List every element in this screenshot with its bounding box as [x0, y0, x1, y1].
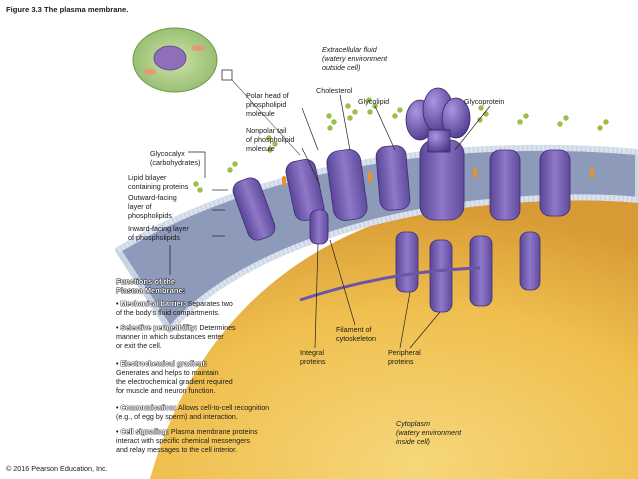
label-cytoplasm: Cytoplasm (watery environment inside cel…: [396, 419, 462, 446]
label-peripheral-proteins: Peripheral proteins: [388, 348, 421, 366]
leader-lines: [169, 94, 491, 349]
integral-proteins: [232, 139, 571, 241]
function-item-electrochemical-gradient: • Electrochemical gradient: Generates an…: [116, 360, 233, 395]
label-glycocalyx: Glycocalyx (carbohydrates): [150, 149, 201, 167]
cytoplasm-region: [150, 190, 638, 479]
label-inward-layer: Inward-facing layer of phospholipids: [128, 224, 189, 242]
function-item-selective-permeability: • Selective permeability: Determines man…: [116, 324, 236, 350]
copyright: © 2016 Pearson Education, Inc.: [6, 464, 108, 473]
cell-inset-icon: [132, 27, 301, 156]
function-item-cell-signaling: • Cell signaling: Plasma membrane protei…: [116, 428, 258, 454]
glycoprotein-globule: [405, 87, 471, 153]
label-glycolipid: Glycolipid: [358, 97, 390, 106]
function-item-mechanical-barrier: • Mechanical barrier: Separates two of t…: [116, 300, 233, 317]
label-nonpolar-tail: Nonpolar tail of phospholipid molecule: [246, 126, 295, 153]
cholesterol-molecules: [282, 168, 594, 186]
outer-phospholipid-heads: [116, 144, 638, 253]
label-outward-layer: Outward-facing layer of phospholipids: [128, 193, 177, 220]
glycocalyx-chains: [193, 97, 609, 193]
label-polar-head: Polar head of phospholipid molecule: [246, 91, 289, 118]
figure-title: Figure 3.3 The plasma membrane.: [6, 5, 129, 14]
peripheral-proteins: [309, 209, 541, 313]
function-item-communication: • Communication: Allows cell-to-cell rec…: [116, 404, 270, 421]
label-extracellular-fluid: Extracellular fluid (watery environment …: [322, 45, 388, 72]
functions-heading: Functions of the Plasma Membrane:: [116, 277, 186, 296]
label-lipid-bilayer: Lipid bilayer containing proteins: [128, 173, 189, 191]
label-integral-proteins: Integral proteins: [300, 348, 326, 366]
label-filament: Filament of cytoskeleton: [336, 325, 376, 343]
label-cholesterol: Cholesterol: [316, 86, 353, 95]
label-glycoprotein: Glycoprotein: [464, 97, 505, 106]
cytoskeleton-filament: [299, 266, 481, 302]
